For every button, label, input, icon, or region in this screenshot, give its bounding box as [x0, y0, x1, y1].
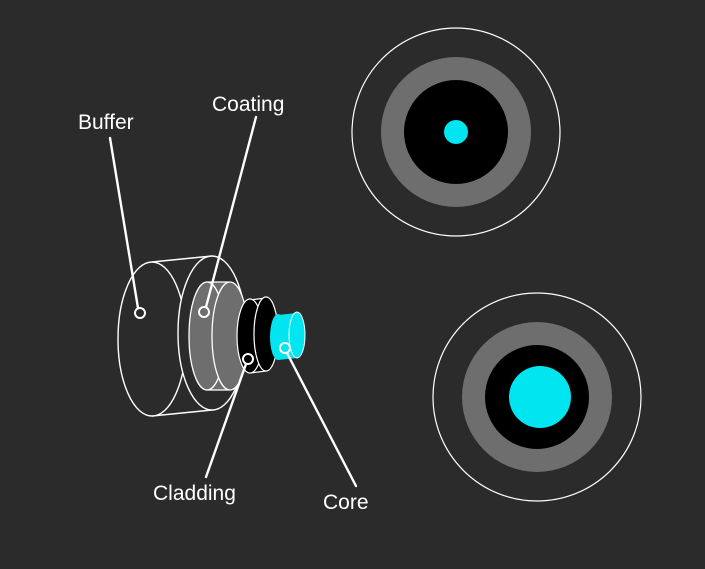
core-disk [509, 366, 571, 428]
cladding-layer [236, 296, 279, 374]
buffer-ring [432, 292, 642, 502]
buffer-label: Buffer [78, 111, 134, 134]
cross-section-multi-mode [432, 292, 642, 502]
leader-lines [108, 115, 358, 488]
cross-section-single-mode [351, 27, 561, 237]
buffer-marker [134, 307, 146, 319]
buffer-leader [108, 136, 140, 310]
core-marker [279, 342, 291, 354]
coating-leader [204, 115, 258, 309]
core-disk [444, 120, 468, 144]
coating-layer [188, 281, 249, 391]
buffer-ring [351, 27, 561, 237]
core-leader [285, 351, 358, 488]
cladding-label: Cladding [153, 482, 236, 505]
cladding-marker [242, 353, 254, 365]
coating-label: Coating [212, 93, 284, 116]
cable-3d-view [117, 255, 306, 417]
core-label: Core [323, 491, 369, 514]
coating-marker [198, 306, 210, 318]
cladding-leader [204, 362, 248, 479]
